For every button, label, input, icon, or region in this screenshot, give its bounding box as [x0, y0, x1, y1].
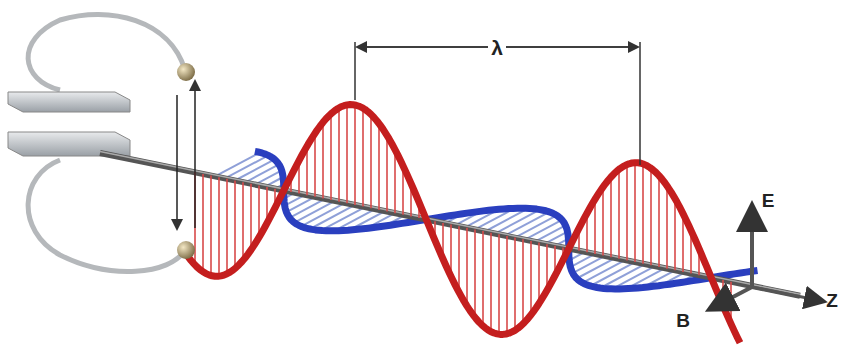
oscillation-arrow — [194, 82, 196, 228]
e-field-hatch — [530, 241, 532, 315]
charge-ball — [177, 241, 195, 259]
e-field-hatch — [490, 233, 492, 332]
e-field-hatch — [538, 243, 540, 304]
e-field-hatch — [386, 135, 388, 211]
e-field-hatch — [314, 133, 316, 197]
e-field-hatch — [474, 229, 476, 317]
b-field-hatch — [573, 256, 605, 273]
e-field-hatch — [626, 165, 628, 261]
capacitor-plate — [8, 92, 130, 112]
e-field-hatch — [338, 108, 340, 202]
e-field-hatch — [610, 177, 612, 257]
e-field-hatch — [370, 114, 372, 208]
b-axis — [712, 287, 752, 308]
e-field-hatch — [242, 182, 244, 260]
e-field-hatch — [226, 179, 228, 274]
e-field-hatch — [458, 226, 460, 292]
z-axis — [752, 287, 822, 301]
e-field-hatch — [658, 176, 660, 267]
e-field-hatch — [354, 105, 356, 205]
e-field-hatch — [330, 114, 332, 200]
dimension-tick — [354, 42, 356, 100]
e-field-hatch — [666, 186, 668, 269]
e-field-hatch — [618, 169, 620, 258]
e-field-hatch — [634, 163, 636, 262]
e-field-hatch — [602, 187, 604, 256]
symbol-label: λ — [488, 37, 506, 58]
oscillation-arrow — [176, 95, 178, 228]
e-field-hatch — [210, 176, 212, 276]
antenna-wire — [28, 160, 185, 271]
b-field-hatch — [286, 197, 315, 212]
e-field-hatch — [346, 105, 348, 203]
e-field-hatch — [642, 164, 644, 264]
e-field-hatch — [322, 122, 324, 198]
e-field-hatch — [218, 177, 220, 276]
e-field-hatch — [234, 181, 236, 269]
charge-ball — [177, 63, 195, 81]
e-field-hatch — [466, 228, 468, 306]
e-field-hatch — [514, 238, 516, 331]
e-field-hatch — [498, 234, 500, 334]
b-field-hatch — [535, 225, 566, 241]
e-field-hatch — [362, 108, 364, 206]
e-field-hatch — [594, 199, 596, 254]
e-field-hatch — [674, 199, 676, 271]
e-field-wave — [185, 105, 740, 343]
e-field-hatch — [522, 239, 524, 324]
e-field-hatch — [378, 124, 380, 210]
e-field-hatch — [482, 231, 484, 326]
e-field-hatch — [250, 184, 252, 250]
e-field-hatch — [650, 168, 652, 265]
e-field-hatch — [394, 150, 396, 214]
dimension-tick — [639, 42, 641, 165]
symbol-label: E — [762, 191, 775, 210]
symbol-label: Z — [826, 291, 838, 310]
e-field-hatch — [202, 174, 204, 272]
symbol-label: B — [676, 311, 690, 330]
e-field-hatch — [506, 236, 508, 334]
e-axis — [750, 208, 754, 287]
antenna-wire — [28, 14, 185, 90]
